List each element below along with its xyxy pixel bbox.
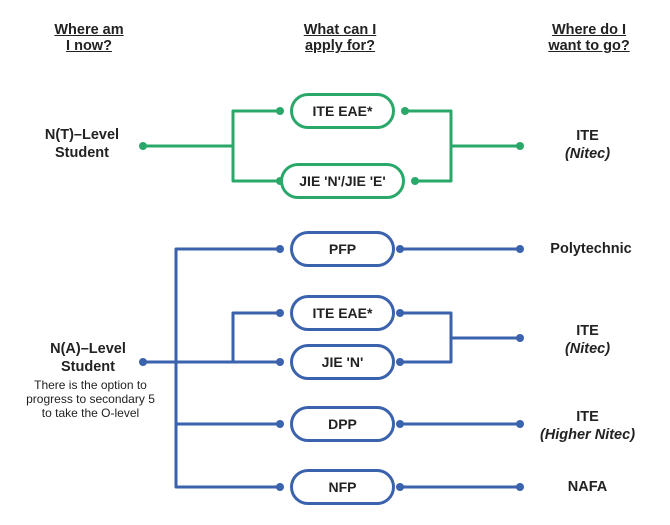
dot (276, 420, 284, 428)
dot (396, 245, 404, 253)
pill-label: ITE EAE* (312, 103, 373, 119)
pill-label: PFP (328, 241, 357, 257)
pill-label: ITE EAE* (312, 305, 373, 321)
nt-destination-ite-nitec: ITE (Nitec) (540, 127, 635, 163)
dot (276, 358, 284, 366)
dot (516, 245, 524, 253)
note-line: progress to secondary 5 (26, 392, 155, 406)
dot (139, 358, 147, 366)
nt-level-student-label: N(T)–Level Student (28, 126, 136, 162)
nt-connector (141, 109, 282, 183)
label-line: Student (61, 359, 115, 375)
destination-line: ITE (576, 128, 599, 144)
header-line: What can I (303, 22, 377, 38)
nt-option-jie-n-e: JIE 'N'/JIE 'E' (280, 163, 405, 199)
destination-line: ITE (576, 409, 599, 425)
note-line: to take the O-level (41, 406, 140, 420)
dot (276, 483, 284, 491)
header-line: I now? (66, 38, 112, 54)
destination-line: (Nitec) (564, 341, 611, 357)
note-line: There is the option to (34, 378, 147, 392)
nt-merge-connector (403, 109, 522, 183)
header-line: apply for? (304, 38, 376, 54)
destination-line: NAFA (567, 479, 608, 495)
pill-label: JIE 'N'/JIE 'E' (299, 173, 386, 189)
pill-label: NFP (328, 479, 357, 495)
dot (396, 358, 404, 366)
na-destination-nafa: NAFA (540, 478, 635, 496)
pill-label: JIE 'N' (321, 354, 364, 370)
dot (396, 483, 404, 491)
label-line: N(A)–Level (50, 341, 126, 357)
destination-line: (Nitec) (564, 146, 611, 162)
destination-line: Polytechnic (550, 241, 632, 257)
dot (276, 107, 284, 115)
dot (396, 309, 404, 317)
dot (276, 309, 284, 317)
na-secondary-5-note: There is the option to progress to secon… (18, 378, 163, 420)
header-line: Where do I (551, 22, 627, 38)
destination-line: ITE (576, 323, 599, 339)
header-line: want to go? (548, 38, 630, 54)
dot (401, 107, 409, 115)
na-option-nfp: NFP (290, 469, 395, 505)
dot (276, 245, 284, 253)
na-destination-polytechnic: Polytechnic (536, 240, 646, 258)
na-option-pfp: PFP (290, 231, 395, 267)
na-option-ite-eae: ITE EAE* (290, 295, 395, 331)
na-connector (141, 247, 282, 489)
header-what-can-i-apply-for: What can I apply for? (280, 22, 400, 54)
dot (396, 420, 404, 428)
na-destination-ite-nitec: ITE (Nitec) (540, 322, 635, 358)
ite-merge-connector (398, 311, 522, 364)
na-option-dpp: DPP (290, 406, 395, 442)
destination-line: (Higher Nitec) (539, 427, 636, 443)
dot (516, 420, 524, 428)
dot (516, 142, 524, 150)
nt-option-ite-eae: ITE EAE* (290, 93, 395, 129)
na-destination-ite-higher-nitec: ITE (Higher Nitec) (530, 408, 645, 444)
dot (139, 142, 147, 150)
label-line: Student (55, 145, 109, 161)
label-line: N(T)–Level (44, 127, 120, 143)
dot (516, 483, 524, 491)
na-option-jie-n: JIE 'N' (290, 344, 395, 380)
dot (516, 334, 524, 342)
header-where-do-i-want-to-go: Where do I want to go? (530, 22, 648, 54)
dot (411, 177, 419, 185)
pill-label: DPP (328, 416, 357, 432)
header-where-am-i-now: Where am I now? (30, 22, 148, 54)
header-line: Where am (54, 22, 124, 38)
na-level-student-label: N(A)–Level Student (28, 340, 148, 376)
